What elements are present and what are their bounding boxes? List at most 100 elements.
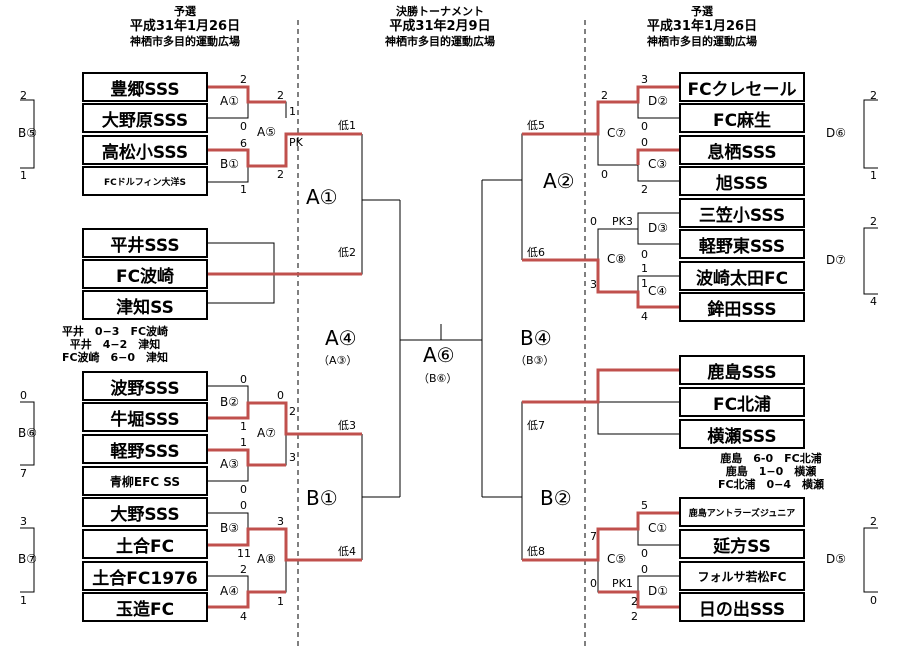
score: 1	[641, 262, 648, 275]
low-label-2: 低2	[338, 246, 356, 259]
team-right-13: 延方SS	[679, 529, 805, 559]
score: 0	[641, 563, 648, 576]
pk-label-c5: PK1	[612, 577, 633, 590]
result-line: FC波崎 6−0 津知	[61, 351, 169, 364]
side-score: 0	[870, 594, 877, 607]
group-d6: D⑥	[826, 126, 846, 140]
team-left-14: 土合FC1976	[82, 561, 208, 591]
header-center-line1: 決勝トーナメント	[396, 5, 484, 18]
team-left-8: 波野SSS	[82, 371, 208, 401]
score: 2	[277, 168, 284, 181]
team-right-14: フォルサ若松FC	[679, 561, 805, 591]
side-score: 2	[20, 89, 27, 102]
score: 2	[277, 89, 284, 102]
match-d1: D①	[647, 584, 669, 598]
big-label-b4: B④	[520, 326, 552, 350]
side-score: 2	[870, 89, 877, 102]
team-left-15: 玉造FC	[82, 592, 208, 622]
pk-label-left: PK	[289, 136, 303, 149]
side-score: 7	[20, 467, 27, 480]
group-d5: D⑤	[826, 552, 846, 566]
match-a1: A①	[219, 94, 240, 108]
result-line: 鹿島 1−0 横瀬	[725, 465, 817, 478]
match-a8: A⑧	[256, 552, 277, 566]
score: 0	[240, 120, 247, 133]
score: 1	[289, 105, 296, 118]
header-left-line1: 予選	[174, 5, 196, 18]
big-label-a6: A⑥	[423, 343, 455, 367]
side-score: 1	[20, 169, 27, 182]
low-label-5: 低5	[527, 119, 545, 132]
match-b2-left: B②	[219, 395, 240, 409]
score: 0	[590, 577, 597, 590]
low-label-8: 低8	[527, 545, 545, 558]
result-line: 鹿島 6-0 FC北浦	[720, 452, 822, 465]
team-left-5: 平井SSS	[82, 228, 208, 258]
big-label-a1: A①	[306, 185, 338, 209]
match-c5: C⑤	[606, 552, 628, 566]
team-right-12: 鹿島アントラーズジュニア	[679, 497, 805, 527]
team-left-12: 大野SSS	[82, 497, 208, 527]
team-right-1: FCクレセール	[679, 72, 805, 102]
score: 2	[240, 73, 247, 86]
side-score: 2	[870, 215, 877, 228]
team-left-6: FC波崎	[82, 259, 208, 289]
score: 1	[240, 183, 247, 196]
team-left-1: 豊郷SSS	[82, 72, 208, 102]
low-label-7: 低7	[527, 419, 545, 432]
header-center-line3: 神栖市多目的運動広場	[385, 35, 495, 48]
side-score: 3	[20, 515, 27, 528]
match-c7: C⑦	[606, 126, 628, 140]
header-left-line3: 神栖市多目的運動広場	[130, 35, 240, 48]
match-c4: C④	[647, 284, 669, 298]
group-b5: B⑤	[18, 126, 37, 140]
big-label-b4-sub: （B③）	[515, 354, 555, 367]
header-right: 予選 平成31年1月26日 神栖市多目的運動広場	[612, 4, 792, 49]
score: 6	[240, 137, 247, 150]
score: 7	[590, 530, 597, 543]
team-left-11: 青柳EFC SS	[82, 466, 208, 496]
score: 3	[641, 73, 648, 86]
score: 4	[641, 310, 648, 323]
score: 0	[590, 215, 597, 228]
score: 0	[240, 499, 247, 512]
group-b7: B⑦	[18, 552, 37, 566]
big-label-b1: B①	[306, 486, 338, 510]
team-left-7: 津知SS	[82, 290, 208, 320]
team-right-5: 三笠小SSS	[679, 198, 805, 228]
side-score: 1	[20, 594, 27, 607]
score: 0	[641, 547, 648, 560]
header-center-line2: 平成31年2月9日	[389, 19, 491, 34]
team-left-4: FCドルフィン大洋S	[82, 166, 208, 196]
team-right-15: 日の出SSS	[679, 592, 805, 622]
side-score: 0	[20, 389, 27, 402]
team-right-7: 波崎太田FC	[679, 261, 805, 291]
score: 2	[601, 89, 608, 102]
score: 11	[237, 547, 251, 560]
pk-label-c8: PK3	[612, 215, 633, 228]
team-left-9: 牛堀SSS	[82, 402, 208, 432]
match-d3: D③	[647, 221, 669, 235]
score: 3	[590, 278, 597, 291]
team-right-11: 横瀬SSS	[679, 419, 805, 449]
score: 0	[641, 136, 648, 149]
results-right: 鹿島 6-0 FC北浦 鹿島 1−0 横瀬 FC北浦 0−4 横瀬	[696, 452, 846, 491]
team-right-4: 旭SSS	[679, 166, 805, 196]
header-right-line2: 平成31年1月26日	[646, 19, 758, 34]
group-d7: D⑦	[826, 253, 846, 267]
team-right-8: 鉾田SSS	[679, 292, 805, 322]
low-label-1: 低1	[338, 119, 356, 132]
score: 2	[641, 183, 648, 196]
match-a7: A⑦	[256, 426, 277, 440]
score: 1	[641, 277, 648, 290]
score: 2	[631, 610, 638, 623]
score: 1	[240, 436, 247, 449]
team-right-3: 息栖SSS	[679, 135, 805, 165]
result-line: 平井 4−2 津知	[69, 338, 161, 351]
header-left-line2: 平成31年1月26日	[129, 19, 241, 34]
match-d2: D②	[647, 94, 669, 108]
score: 0	[641, 120, 648, 133]
team-right-6: 軽野東SSS	[679, 229, 805, 259]
score: 0	[601, 168, 608, 181]
